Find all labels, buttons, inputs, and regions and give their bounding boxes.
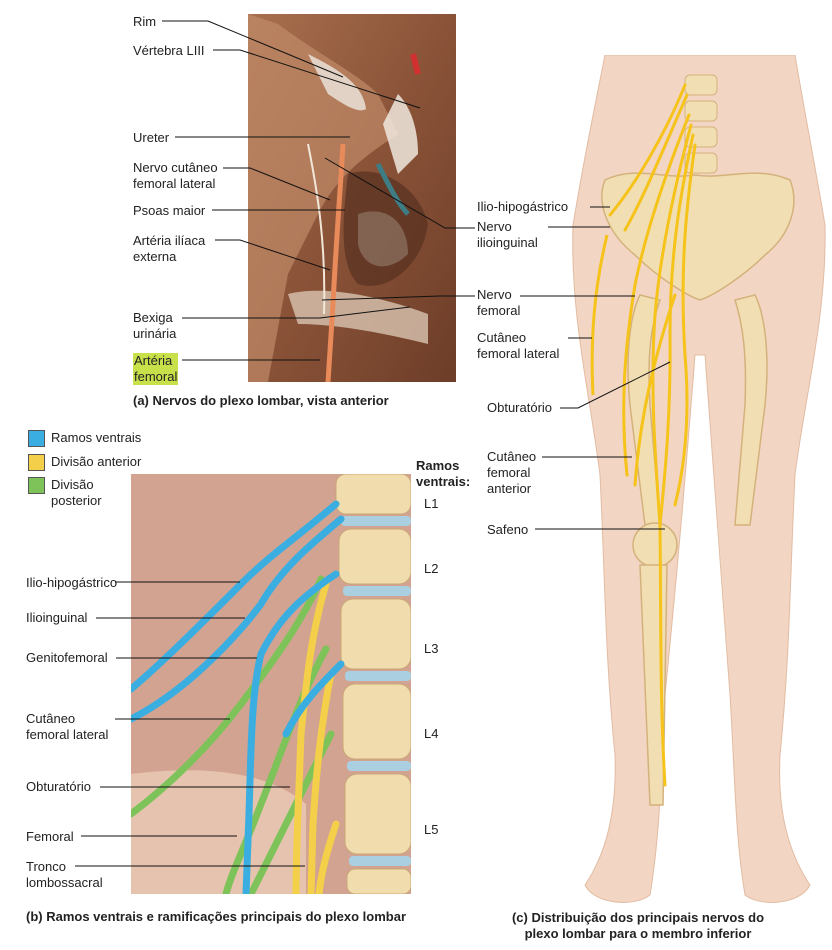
label-anterior-femoral-cutaneous: Cutâneo femoral anterior bbox=[487, 449, 537, 496]
label-lateral-femoral-cutaneous: Nervo cutâneo femoral lateral bbox=[133, 160, 218, 191]
level-l3: L3 bbox=[424, 641, 439, 656]
label-rim: Rim bbox=[133, 14, 157, 29]
lower-limb-illustration bbox=[572, 55, 826, 903]
level-l4: L4 bbox=[424, 726, 439, 741]
label-urinary-bladder: Bexiga urinária bbox=[133, 310, 177, 341]
caption-panel-b: (b) Ramos ventrais e ramificações princi… bbox=[26, 909, 407, 924]
legend-swatch-blue bbox=[28, 430, 45, 447]
label-ilioinguinal: Ilioinguinal bbox=[26, 610, 88, 625]
label-femoral-b: Femoral bbox=[26, 829, 74, 844]
label-iliohypogastric-c: Ilio-hipogástrico bbox=[477, 199, 569, 214]
caption-panel-c: (c) Distribuição dos principais nervos d… bbox=[511, 910, 765, 941]
label-genitofemoral: Genitofemoral bbox=[26, 650, 108, 665]
label-lumbosacral-trunk: Tronco lombossacral bbox=[26, 859, 103, 890]
label-ilioinguinal-c: Nervo ilioinguinal bbox=[477, 219, 538, 250]
dissection-photo bbox=[248, 14, 456, 382]
caption-panel-a: (a) Nervos do plexo lombar, vista anteri… bbox=[133, 393, 389, 408]
label-obturator-b: Obturatório bbox=[26, 779, 92, 794]
legend-swatch-yellow bbox=[28, 454, 45, 471]
vertebral-column bbox=[335, 474, 411, 894]
label-vertebra-l3: Vértebra LIII bbox=[133, 43, 205, 58]
label-lateral-femoral-cutaneous-b: Cutâneo femoral lateral bbox=[26, 711, 109, 742]
label-external-iliac-artery: Artéria ilíaca externa bbox=[133, 233, 206, 264]
label-saphenous: Safeno bbox=[487, 522, 529, 537]
lumbar-plexus-illustration bbox=[131, 474, 411, 894]
level-l1: L1 bbox=[424, 496, 439, 511]
label-femoral-c: Nervo femoral bbox=[477, 287, 521, 318]
ventral-rami-header: Ramos ventrais: bbox=[416, 458, 471, 489]
level-l5: L5 bbox=[424, 822, 439, 837]
label-psoas-major: Psoas maior bbox=[133, 203, 206, 218]
label-lateral-femoral-cutaneous-c: Cutâneo femoral lateral bbox=[477, 330, 560, 361]
label-iliohypogastric: Ilio-hipogástrico bbox=[26, 575, 118, 590]
legend-swatch-green bbox=[28, 477, 45, 494]
label-obturator-c: Obturatório bbox=[487, 400, 553, 415]
legend-item-ventral-rami: Ramos ventrais bbox=[28, 430, 141, 447]
label-femoral-artery: Artéria femoral bbox=[133, 353, 179, 385]
legend-item-posterior-division: Divisão posterior bbox=[28, 477, 102, 509]
legend-item-anterior-division: Divisão anterior bbox=[28, 454, 141, 471]
level-l2: L2 bbox=[424, 561, 439, 576]
label-ureter: Ureter bbox=[133, 130, 170, 145]
